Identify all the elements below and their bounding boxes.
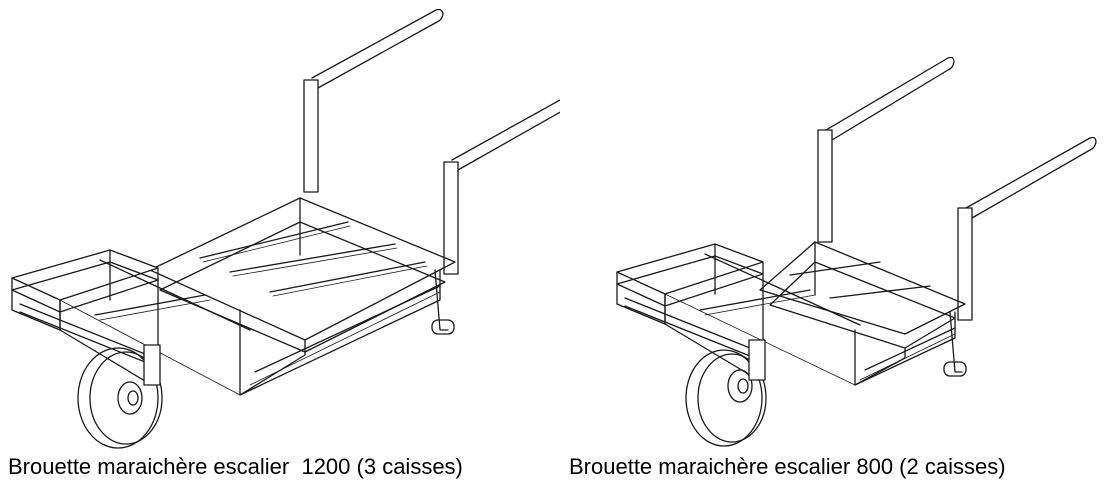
caption-wheelbarrow-800: Brouette maraichère escalier 800 (2 cais… [569, 454, 1006, 479]
base-frame-right [759, 241, 967, 386]
wheel-left [77, 347, 163, 449]
wheelbarrow-1200-drawing [11, 8, 560, 449]
base-frame-left [149, 197, 456, 396]
wheel-right [685, 349, 767, 447]
handles-right [817, 56, 1097, 321]
front-step-right [616, 243, 861, 386]
caption-wheelbarrow-1200: Brouette maraichère escalier 1200 (3 cai… [8, 454, 463, 479]
front-step-left [11, 249, 251, 396]
handles-left [303, 8, 560, 275]
